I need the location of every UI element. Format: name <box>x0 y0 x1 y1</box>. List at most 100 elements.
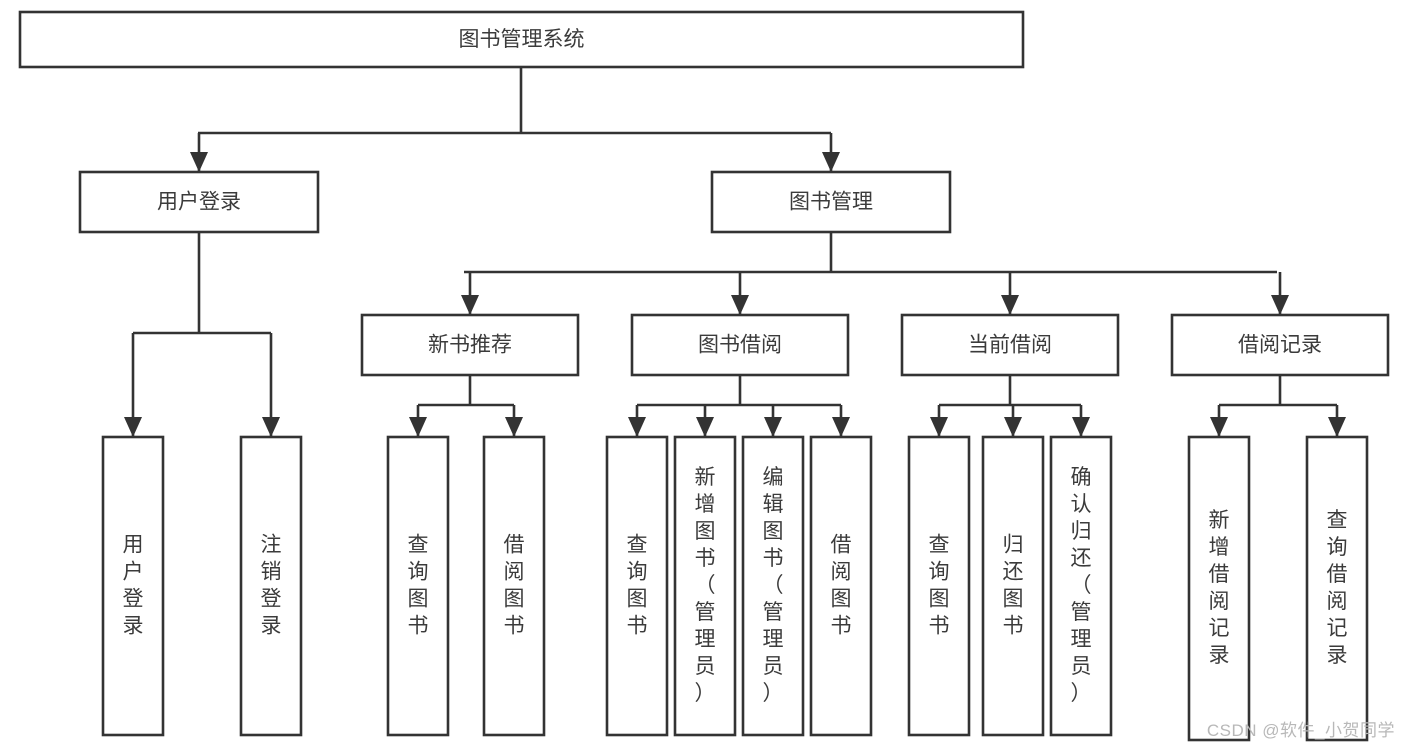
node-box-leaf-query-book-2[interactable] <box>605 435 669 737</box>
node-label-leaf-borrow-book-2: 借阅图书 <box>831 533 852 637</box>
node-leaf-query-book-2[interactable]: 查询图书 <box>605 435 669 737</box>
node-box-leaf-query-record[interactable] <box>1305 435 1369 742</box>
edge-root-to-book-manage <box>822 133 840 172</box>
arrow-head-new-book-rec <box>461 295 479 315</box>
node-box-leaf-edit-book[interactable] <box>741 435 805 737</box>
node-label-user-login: 用户登录 <box>157 191 241 214</box>
node-label-borrow-record: 借阅记录 <box>1238 334 1322 357</box>
edge-new-book-rec-to-leaf-query-book-1 <box>409 405 427 437</box>
node-leaf-borrow-book-2[interactable]: 借阅图书 <box>809 435 873 737</box>
node-leaf-query-book-1[interactable]: 查询图书 <box>386 435 450 737</box>
arrow-head-leaf-user-login <box>124 417 142 437</box>
arrow-head-leaf-logout <box>262 417 280 437</box>
node-leaf-edit-book[interactable]: 编辑图书（管理员） <box>741 435 805 737</box>
node-box-book-manage[interactable] <box>710 170 952 234</box>
node-box-leaf-query-book-3[interactable] <box>907 435 971 737</box>
node-box-leaf-query-book-1[interactable] <box>386 435 450 737</box>
node-label-leaf-query-book-2: 查询图书 <box>627 533 648 637</box>
arrow-head-leaf-query-book-2 <box>628 417 646 437</box>
node-leaf-query-record[interactable]: 查询借阅记录 <box>1305 435 1369 742</box>
edge-book-borrow-to-leaf-query-book-2 <box>628 405 646 437</box>
node-box-leaf-borrow-book-1[interactable] <box>482 435 546 737</box>
node-label-book-borrow: 图书借阅 <box>698 334 782 357</box>
csdn-watermark: CSDN @软件_小贺同学 <box>1206 721 1395 740</box>
node-box-leaf-logout[interactable] <box>239 435 303 737</box>
connector-bar-new-book-rec <box>418 375 514 407</box>
node-leaf-borrow-book-1[interactable]: 借阅图书 <box>482 435 546 737</box>
edge-current-borrow-to-leaf-query-book-3 <box>930 405 948 437</box>
connector-bar-current-borrow <box>939 375 1081 407</box>
node-leaf-user-login[interactable]: 用户登录 <box>101 435 165 737</box>
arrow-head-borrow-record <box>1271 295 1289 315</box>
edge-current-borrow-to-leaf-return-book <box>1004 405 1022 437</box>
node-label-leaf-return-book: 归还图书 <box>1003 533 1024 637</box>
arrow-head-leaf-query-record <box>1328 417 1346 437</box>
arrow-head-leaf-query-book-3 <box>930 417 948 437</box>
arrow-head-leaf-edit-book <box>764 417 782 437</box>
node-label-leaf-query-record: 查询借阅记录 <box>1327 509 1348 667</box>
node-leaf-logout[interactable]: 注销登录 <box>239 435 303 737</box>
node-label-root: 图书管理系统 <box>459 28 585 51</box>
node-box-borrow-record[interactable] <box>1170 313 1390 377</box>
node-borrow-record[interactable]: 借阅记录 <box>1170 313 1390 377</box>
connector-bar-root <box>198 67 831 135</box>
arrow-head-leaf-borrow-book-2 <box>832 417 850 437</box>
node-box-leaf-add-book[interactable] <box>673 435 737 737</box>
arrow-head-current-borrow <box>1001 295 1019 315</box>
node-box-leaf-borrow-book-2[interactable] <box>809 435 873 737</box>
edge-root-to-user-login <box>190 133 208 172</box>
node-box-current-borrow[interactable] <box>900 313 1120 377</box>
arrow-head-leaf-add-record <box>1210 417 1228 437</box>
arrow-head-leaf-add-book <box>696 417 714 437</box>
edge-book-manage-to-borrow-record <box>1271 272 1289 315</box>
arrow-head-book-manage <box>822 152 840 172</box>
node-box-user-login[interactable] <box>78 170 320 234</box>
node-new-book-rec[interactable]: 新书推荐 <box>360 313 580 377</box>
node-leaf-query-book-3[interactable]: 查询图书 <box>907 435 971 737</box>
node-leaf-confirm-return[interactable]: 确认归还（管理员） <box>1049 435 1113 737</box>
node-box-new-book-rec[interactable] <box>360 313 580 377</box>
edge-book-borrow-to-leaf-edit-book <box>764 405 782 437</box>
node-label-leaf-edit-book: 编辑图书（管理员） <box>763 466 784 705</box>
arrow-head-book-borrow <box>731 295 749 315</box>
node-box-leaf-user-login[interactable] <box>101 435 165 737</box>
node-book-borrow[interactable]: 图书借阅 <box>630 313 850 377</box>
arrow-head-leaf-borrow-book-1 <box>505 417 523 437</box>
edge-borrow-record-to-leaf-query-record <box>1328 405 1346 437</box>
edge-book-borrow-to-leaf-borrow-book-2 <box>832 405 850 437</box>
node-box-book-borrow[interactable] <box>630 313 850 377</box>
node-root[interactable]: 图书管理系统 <box>18 10 1025 69</box>
node-current-borrow[interactable]: 当前借阅 <box>900 313 1120 377</box>
arrow-head-leaf-confirm-return <box>1072 417 1090 437</box>
node-box-root[interactable] <box>18 10 1025 69</box>
node-layer: 图书管理系统用户登录图书管理新书推荐图书借阅当前借阅借阅记录用户登录注销登录查询… <box>18 10 1390 742</box>
node-leaf-add-record[interactable]: 新增借阅记录 <box>1187 435 1251 742</box>
node-label-leaf-add-book: 新增图书（管理员） <box>695 466 716 705</box>
node-label-current-borrow: 当前借阅 <box>968 334 1052 357</box>
edge-book-manage-to-new-book-rec <box>461 272 479 315</box>
node-label-new-book-rec: 新书推荐 <box>428 334 512 357</box>
node-label-leaf-add-record: 新增借阅记录 <box>1209 509 1230 667</box>
node-book-manage[interactable]: 图书管理 <box>710 170 952 234</box>
connector-bar-user-login <box>133 232 271 335</box>
edge-book-manage-to-current-borrow <box>1001 272 1019 315</box>
node-box-leaf-confirm-return[interactable] <box>1049 435 1113 737</box>
node-label-leaf-confirm-return: 确认归还（管理员） <box>1071 466 1092 705</box>
edge-new-book-rec-to-leaf-borrow-book-1 <box>505 405 523 437</box>
node-user-login[interactable]: 用户登录 <box>78 170 320 234</box>
connector-bar-book-borrow <box>637 375 841 407</box>
node-label-leaf-user-login: 用户登录 <box>123 533 144 637</box>
node-leaf-add-book[interactable]: 新增图书（管理员） <box>673 435 737 737</box>
edge-current-borrow-to-leaf-confirm-return <box>1072 405 1090 437</box>
edge-book-borrow-to-leaf-add-book <box>696 405 714 437</box>
node-box-leaf-add-record[interactable] <box>1187 435 1251 742</box>
node-box-leaf-return-book[interactable] <box>981 435 1045 737</box>
node-label-leaf-logout: 注销登录 <box>261 533 282 637</box>
node-leaf-return-book[interactable]: 归还图书 <box>981 435 1045 737</box>
edge-layer <box>124 67 1346 437</box>
edge-user-login-to-leaf-user-login <box>124 333 142 437</box>
arrow-head-user-login <box>190 152 208 172</box>
arrow-head-leaf-query-book-1 <box>409 417 427 437</box>
